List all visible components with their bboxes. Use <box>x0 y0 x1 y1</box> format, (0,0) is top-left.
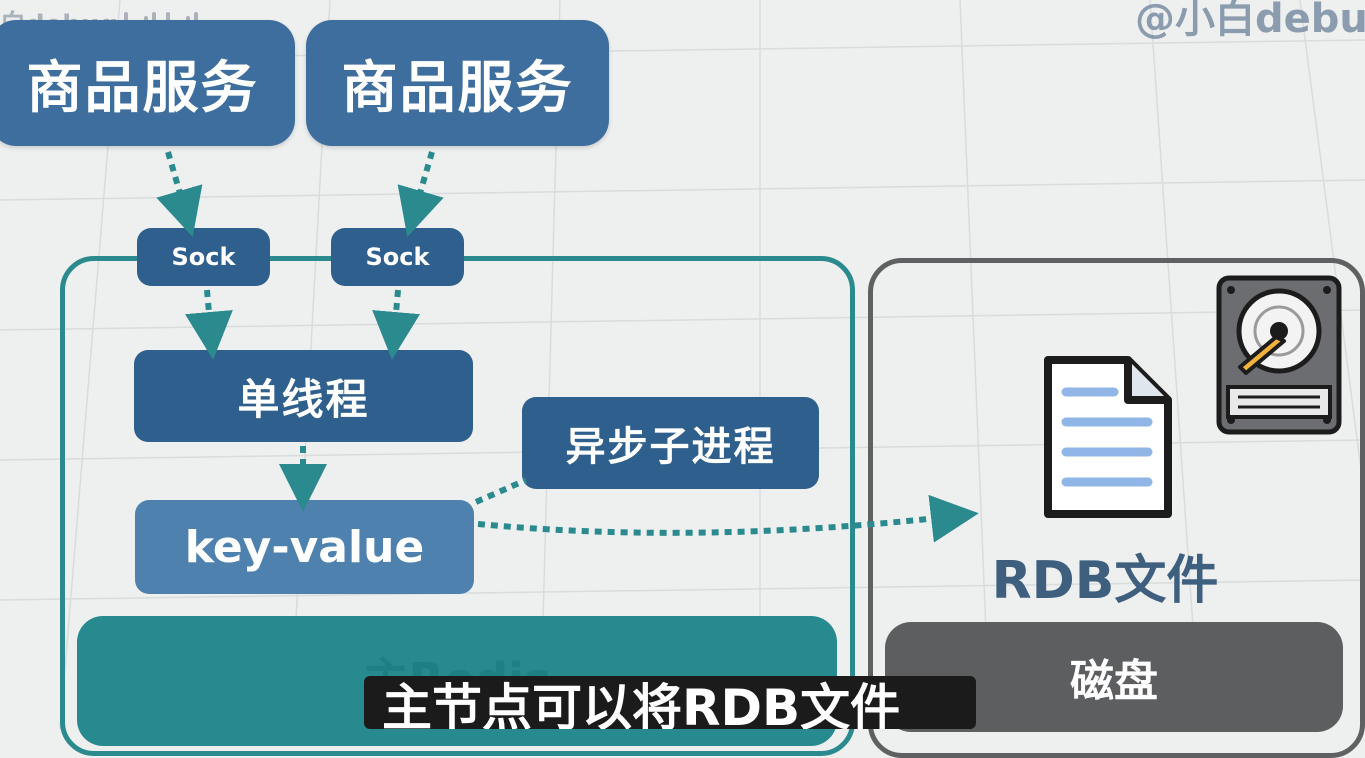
video-subtitle: 主节点可以将RDB文件 <box>364 676 976 729</box>
sock-box-1: Sock <box>137 228 270 286</box>
arrow-service1-to-sock1 <box>156 151 203 238</box>
arrow-service2-to-sock2 <box>397 151 444 238</box>
rdb-file-icon <box>1040 356 1174 520</box>
arrow-sock1-to-thread <box>185 289 233 360</box>
sock-box-2: Sock <box>331 228 464 286</box>
key-value-box: key-value <box>135 500 474 594</box>
service-box-1: 商品服务 <box>0 20 295 146</box>
hard-disk-icon <box>1216 275 1342 435</box>
rdb-file-label: RDB文件 <box>991 550 1219 611</box>
async-child-process-box: 异步子进程 <box>522 397 819 489</box>
connector-arrows <box>156 151 979 543</box>
single-thread-box: 单线程 <box>134 350 473 442</box>
service-box-2: 商品服务 <box>306 20 609 146</box>
arrow-sock2-to-thread <box>372 289 420 360</box>
line-kv-to-child-process <box>474 477 528 505</box>
arrow-kv-to-rdb <box>477 494 979 543</box>
watermark-right: @小白debug <box>1135 0 1365 42</box>
